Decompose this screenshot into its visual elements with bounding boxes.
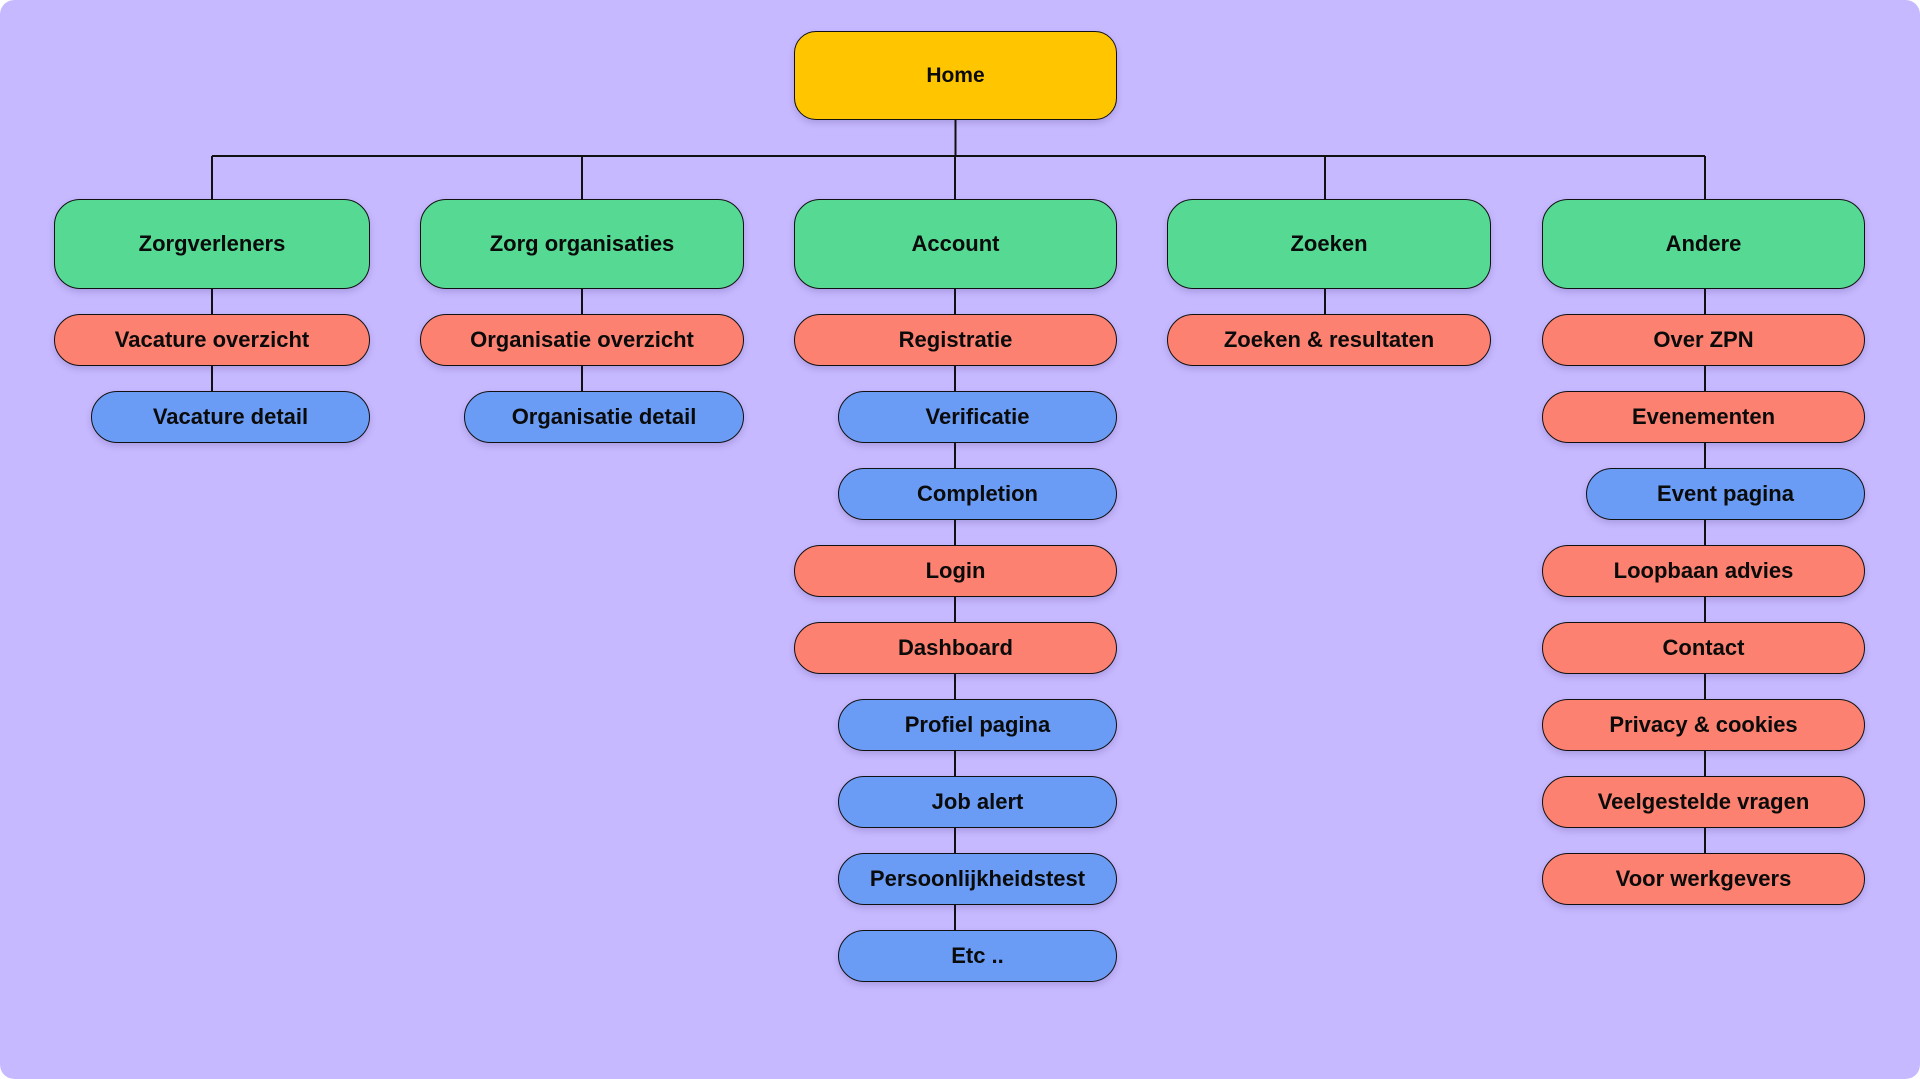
node-etc: Etc .. — [838, 930, 1117, 982]
node-job-alert-label: Job alert — [931, 789, 1024, 814]
node-verificatie-label: Verificatie — [925, 404, 1030, 429]
node-registratie: Registratie — [794, 314, 1117, 366]
node-voor-werkgevers: Voor werkgevers — [1542, 853, 1865, 905]
node-section-zoeken-label: Zoeken — [1290, 231, 1368, 256]
node-loopbaan-advies: Loopbaan advies — [1542, 545, 1865, 597]
node-etc-label: Etc .. — [951, 943, 1004, 968]
node-persoonlijkheidstest: Persoonlijkheidstest — [838, 853, 1117, 905]
node-organisatie-detail-label: Organisatie detail — [511, 404, 697, 429]
node-dashboard: Dashboard — [794, 622, 1117, 674]
node-profiel-pagina: Profiel pagina — [838, 699, 1117, 751]
node-zoeken-and-resultaten-label: Zoeken & resultaten — [1223, 327, 1435, 352]
node-profiel-pagina-label: Profiel pagina — [904, 712, 1051, 737]
node-section-zorgverleners: Zorgverleners — [54, 199, 370, 289]
node-vacature-overzicht-label: Vacature overzicht — [114, 327, 310, 352]
node-dashboard-label: Dashboard — [898, 635, 1013, 660]
node-over-zpn: Over ZPN — [1542, 314, 1865, 366]
node-contact-label: Contact — [1662, 635, 1745, 660]
node-section-zorg-organisaties-label: Zorg organisaties — [489, 231, 675, 256]
node-contact: Contact — [1542, 622, 1865, 674]
node-evenementen-label: Evenementen — [1631, 404, 1776, 429]
node-section-zorg-organisaties: Zorg organisaties — [420, 199, 744, 289]
node-section-zorgverleners-label: Zorgverleners — [138, 231, 286, 256]
node-privacy-and-cookies: Privacy & cookies — [1542, 699, 1865, 751]
node-vacature-detail: Vacature detail — [91, 391, 370, 443]
node-login: Login — [794, 545, 1117, 597]
node-over-zpn-label: Over ZPN — [1653, 327, 1754, 352]
node-organisatie-overzicht-label: Organisatie overzicht — [470, 327, 694, 352]
node-organisatie-overzicht: Organisatie overzicht — [420, 314, 744, 366]
node-section-zoeken: Zoeken — [1167, 199, 1491, 289]
node-voor-werkgevers-label: Voor werkgevers — [1615, 866, 1792, 891]
node-section-account-label: Account — [911, 231, 1000, 256]
node-loopbaan-advies-label: Loopbaan advies — [1613, 558, 1794, 583]
node-persoonlijkheidstest-label: Persoonlijkheidstest — [869, 866, 1086, 891]
node-section-andere-label: Andere — [1665, 231, 1742, 256]
node-registratie-label: Registratie — [898, 327, 1013, 352]
node-section-account: Account — [794, 199, 1117, 289]
node-event-pagina-label: Event pagina — [1657, 481, 1794, 506]
node-veelgestelde-vragen: Veelgestelde vragen — [1542, 776, 1865, 828]
node-login-label: Login — [925, 558, 986, 583]
node-home-label: Home — [926, 63, 985, 87]
node-completion: Completion — [838, 468, 1117, 520]
node-event-pagina: Event pagina — [1586, 468, 1865, 520]
node-vacature-detail-label: Vacature detail — [152, 404, 309, 429]
node-vacature-overzicht: Vacature overzicht — [54, 314, 370, 366]
node-organisatie-detail: Organisatie detail — [464, 391, 744, 443]
node-privacy-and-cookies-label: Privacy & cookies — [1609, 712, 1798, 737]
node-job-alert: Job alert — [838, 776, 1117, 828]
node-evenementen: Evenementen — [1542, 391, 1865, 443]
node-verificatie: Verificatie — [838, 391, 1117, 443]
node-home: Home — [794, 31, 1117, 120]
node-section-andere: Andere — [1542, 199, 1865, 289]
node-completion-label: Completion — [917, 481, 1038, 506]
node-zoeken-and-resultaten: Zoeken & resultaten — [1167, 314, 1491, 366]
node-veelgestelde-vragen-label: Veelgestelde vragen — [1597, 789, 1810, 814]
